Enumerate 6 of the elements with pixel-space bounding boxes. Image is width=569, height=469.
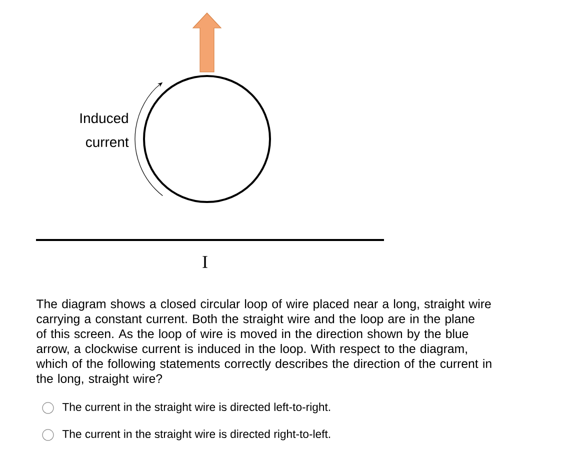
current-label: I [202,256,208,268]
answer-option: The current in the straight wire is directed right-to-left. [62,430,330,440]
question-text: The diagram shows a closed circular loop of wire placed near a long, straight wire carrying a constant current. Both the straight wire and the loop are in the plane of this screen. As the loop of wire is moved in the direction shown by the blue arrow, a clockwise current is induced in the loop. With respect to the diagram, which of the following statements correctly describes the direction of the current in the long, straight wire? [36,299,492,386]
loop-label: Induced current [80,112,129,148]
answer-option: The current in the straight wire is directed left-to-right. [62,402,330,414]
wire-loop [143,74,271,203]
